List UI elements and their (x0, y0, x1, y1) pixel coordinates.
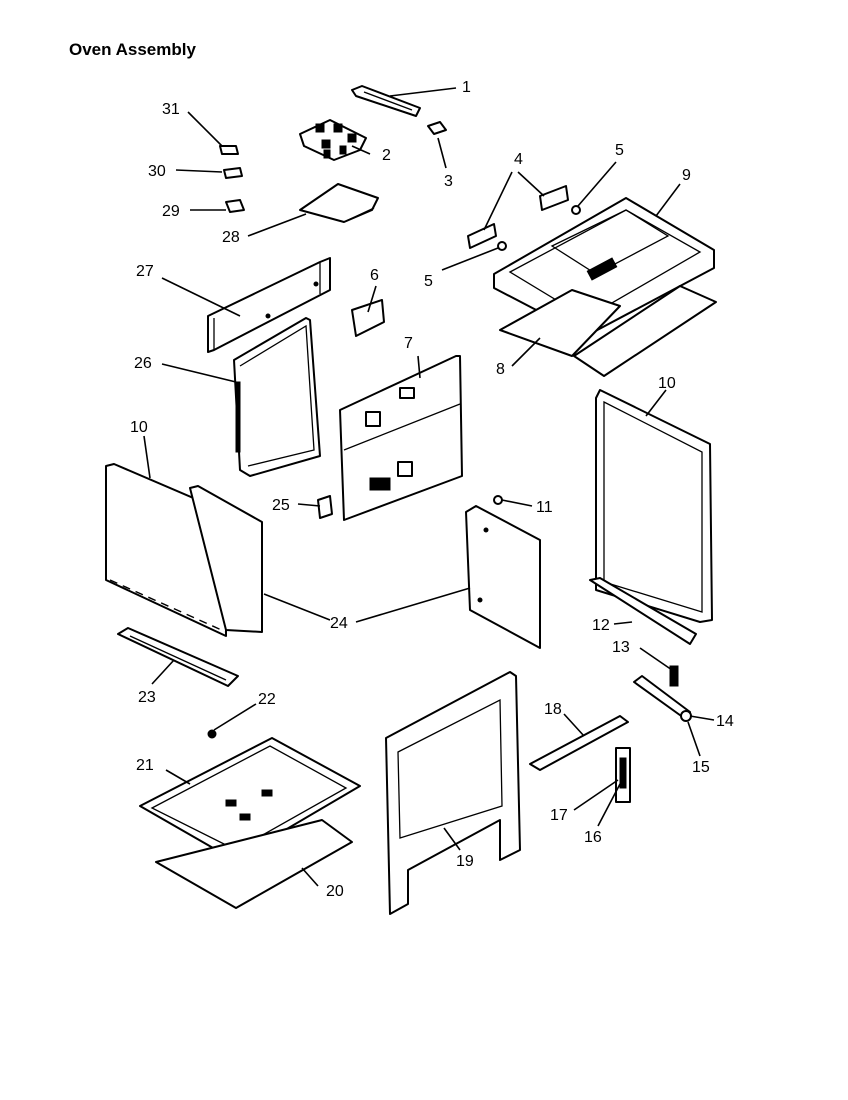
callout-29: 29 (162, 203, 180, 220)
part-6-plate (351, 299, 385, 337)
callout-22: 22 (258, 691, 276, 708)
part-21-base-pan (139, 737, 361, 861)
part-4-block-left (467, 223, 497, 249)
part-16-17-hinge (615, 747, 631, 803)
part-28-bracket-plate (299, 183, 379, 223)
callout-15: 15 (692, 759, 710, 776)
callout-24: 24 (330, 615, 348, 632)
callout-10-right: 10 (658, 375, 676, 392)
part-23-front-rail (117, 627, 239, 687)
part-13-clip (669, 665, 679, 687)
callout-2: 2 (382, 147, 391, 164)
callout-27: 27 (136, 263, 154, 280)
callout-12: 12 (592, 617, 610, 634)
part-2-switch-block (299, 119, 367, 161)
callout-10-left: 10 (130, 419, 148, 436)
callout-14: 14 (716, 713, 734, 730)
part-31-tab (219, 145, 239, 155)
callout-23: 23 (138, 689, 156, 706)
part-27-back-panel (207, 257, 331, 353)
part-5-screw-upper (571, 205, 581, 215)
callout-16: 16 (584, 829, 602, 846)
callout-9: 9 (682, 167, 691, 184)
callout-4: 4 (514, 151, 523, 168)
part-8-lower-plate (499, 285, 717, 377)
callout-18: 18 (544, 701, 562, 718)
part-10-side-panel-right (595, 389, 713, 623)
callout-31: 31 (162, 101, 180, 118)
callout-17: 17 (550, 807, 568, 824)
part-15-bushing (680, 710, 692, 722)
part-24-left-panel (189, 485, 263, 633)
callout-8: 8 (496, 361, 505, 378)
leader-lines (143, 87, 715, 887)
callout-20: 20 (326, 883, 344, 900)
callout-3: 3 (444, 173, 453, 190)
part-1-bracket (351, 85, 421, 117)
part-22-screw (207, 729, 217, 739)
callout-5-lower: 5 (424, 273, 433, 290)
callout-7: 7 (404, 335, 413, 352)
callout-25: 25 (272, 497, 290, 514)
part-12-rail (589, 577, 697, 645)
callout-6: 6 (370, 267, 379, 284)
page-title: Oven Assembly (69, 40, 196, 59)
callout-1: 1 (462, 79, 471, 96)
callout-30: 30 (148, 163, 166, 180)
callout-5-upper: 5 (615, 142, 624, 159)
part-24-center-panel (465, 505, 541, 649)
part-5-screw-lower (497, 241, 507, 251)
part-7-rear-panel (339, 355, 463, 521)
callout-21: 21 (136, 757, 154, 774)
callout-labels: 1 2 3 4 5 5 6 7 8 9 10 10 11 12 13 14 15… (130, 79, 734, 900)
part-29-screw (190, 199, 245, 213)
part-3-clip (427, 121, 447, 135)
callout-19: 19 (456, 853, 474, 870)
part-26-side-panel (233, 317, 321, 477)
part-4-block-right (539, 185, 569, 211)
part-20-bottom-plate (155, 819, 353, 909)
callout-13: 13 (612, 639, 630, 656)
part-25-clip (317, 495, 333, 519)
part-18-strip (529, 715, 629, 771)
part-14-strip (633, 675, 691, 719)
callout-26: 26 (134, 355, 152, 372)
part-30-plate (223, 167, 243, 179)
part-9-top-frame (493, 197, 715, 337)
part-19-front-frame (385, 671, 521, 915)
callout-28: 28 (222, 229, 240, 246)
callout-11: 11 (536, 499, 553, 516)
